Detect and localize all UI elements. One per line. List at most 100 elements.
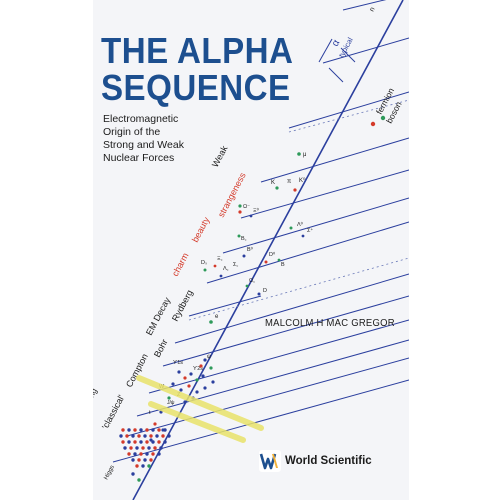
data-dot (183, 400, 187, 404)
guide-line-5 (240, 169, 409, 219)
alpha-symbol: α (330, 38, 343, 48)
guide-line-9 (174, 273, 409, 344)
particle-dot-lambda0 (289, 226, 293, 230)
dot-cluster (119, 428, 171, 482)
data-dot (209, 366, 213, 370)
particle-label-xi0: Ξ⁰ (253, 207, 260, 214)
particle-label-e: e (215, 314, 219, 320)
data-dot (203, 358, 207, 362)
guide-line-7 (206, 221, 409, 284)
book-title: THE ALPHA SEQUENCE (101, 32, 293, 106)
data-dot (187, 384, 191, 388)
particle-dot-d0 (264, 260, 268, 264)
label-charm: charm (170, 251, 191, 278)
guide-line-10 (162, 295, 409, 367)
particle-dot-xi0 (249, 214, 253, 218)
alpha-bracket-top (340, 47, 356, 63)
particle-label-k0: K⁰ (299, 177, 306, 184)
top-cut-label: n (369, 6, 377, 13)
guide-line-2 (322, 37, 409, 64)
particle-dot-ds (203, 268, 207, 272)
particle-dot-sigma-plus (301, 234, 305, 238)
particle-dot-b (277, 258, 281, 262)
particle-label-d0: D⁰ (269, 251, 276, 258)
particle-dot-b0 (242, 254, 246, 258)
label-higgs: Higgs (103, 465, 116, 481)
guide-line-11 (148, 319, 409, 394)
guide-line-8 (188, 295, 262, 317)
particle-dot-mu (297, 152, 301, 156)
alpha-bracket-bottom (328, 67, 344, 83)
label-beauty: beauty (190, 215, 212, 244)
particle-label-b0: B⁰ (247, 246, 254, 253)
alpha-diagram: α typical n Weak EM Decay Compton 'class… (93, 0, 409, 500)
particle-label-omega-c: Ω꜀ (249, 278, 255, 284)
title-line-1: THE ALPHA (101, 30, 294, 71)
world-scientific-logo-icon (259, 450, 281, 472)
book-cover: α typical n Weak EM Decay Compton 'class… (93, 0, 409, 500)
particle-label-omega-minus: Ω⁻ (243, 204, 250, 210)
particle-label-xi-c: Ξ꜀ (217, 256, 223, 262)
particle-dot-lambda-c (219, 274, 223, 278)
dotted-line-2 (188, 257, 409, 321)
particle-label-j-psi: J/ψ (167, 400, 175, 406)
label-classical: 'classical' (100, 393, 127, 431)
author-name: MALCOLM H MAC GREGOR (265, 317, 395, 329)
particle-label-bc: B꜀ (241, 236, 247, 242)
particle-dot-omega (238, 204, 242, 208)
particle-dot-e (209, 320, 213, 324)
guide-line-13 (126, 357, 409, 437)
guide-line-3 (288, 91, 409, 129)
data-dot (201, 374, 205, 378)
label-bohr: Bohr (152, 337, 170, 358)
data-dot (177, 370, 181, 374)
data-dot (199, 364, 203, 368)
subtitle-line-4: Nuclear Forces (103, 152, 175, 164)
guide-line-6 (222, 197, 409, 254)
particle-label-sigma-c: Σ꜀ (233, 262, 238, 268)
highlight-bar-lower (148, 401, 246, 443)
data-dot (153, 422, 157, 426)
particle-dot-omega-c (245, 284, 249, 288)
publisher-name: World Scientific (285, 455, 372, 467)
label-em-decay: EM Decay (144, 295, 173, 337)
particle-label-lambda0: Λ⁰ (297, 221, 304, 228)
book-subtitle: Electromagnetic Origin of the Strong and… (103, 113, 233, 165)
data-dot (211, 380, 215, 384)
particle-dot-d (257, 292, 261, 296)
label-rydberg: Rydberg (170, 288, 195, 323)
label-strangeness: strangeness (216, 171, 248, 219)
data-dot (167, 396, 171, 400)
label-cut-left: ng (93, 387, 99, 399)
data-dot (189, 372, 193, 376)
particle-label-b: B (281, 262, 285, 268)
data-dot (183, 376, 187, 380)
guide-line-1 (342, 0, 387, 11)
particle-label-ups-2s: ϒ2s (193, 366, 203, 372)
particle-dot-xi-c (213, 264, 217, 268)
data-dot (195, 390, 199, 394)
subtitle-line-3: Strong and Weak (103, 139, 184, 151)
legend-fermion-dot (370, 121, 376, 127)
particle-label-t: t (149, 410, 151, 416)
particle-dot-k (275, 186, 279, 190)
publisher-logo: World Scientific (259, 448, 372, 474)
particle-label-pi: π (287, 179, 291, 185)
data-dot (203, 386, 207, 390)
particle-label-sigma-plus: Σ⁺ (307, 227, 313, 234)
guide-line-4 (260, 137, 409, 183)
data-dot (171, 382, 175, 386)
particle-label-ups-1s: ϒ1s (173, 360, 183, 366)
particle-label-mu: μ (303, 152, 307, 158)
legend-boson-dot (380, 115, 386, 121)
particle-dot-omega-2 (238, 210, 242, 214)
particle-label-k: K (271, 180, 275, 186)
particle-label-d: D (263, 288, 267, 294)
data-dot (195, 378, 199, 382)
alpha-arrow-line (318, 38, 333, 63)
particle-dot-k0 (293, 188, 297, 192)
data-dot (179, 388, 183, 392)
particle-label-psi: ψ (207, 354, 211, 360)
title-line-2: SEQUENCE (101, 67, 291, 108)
